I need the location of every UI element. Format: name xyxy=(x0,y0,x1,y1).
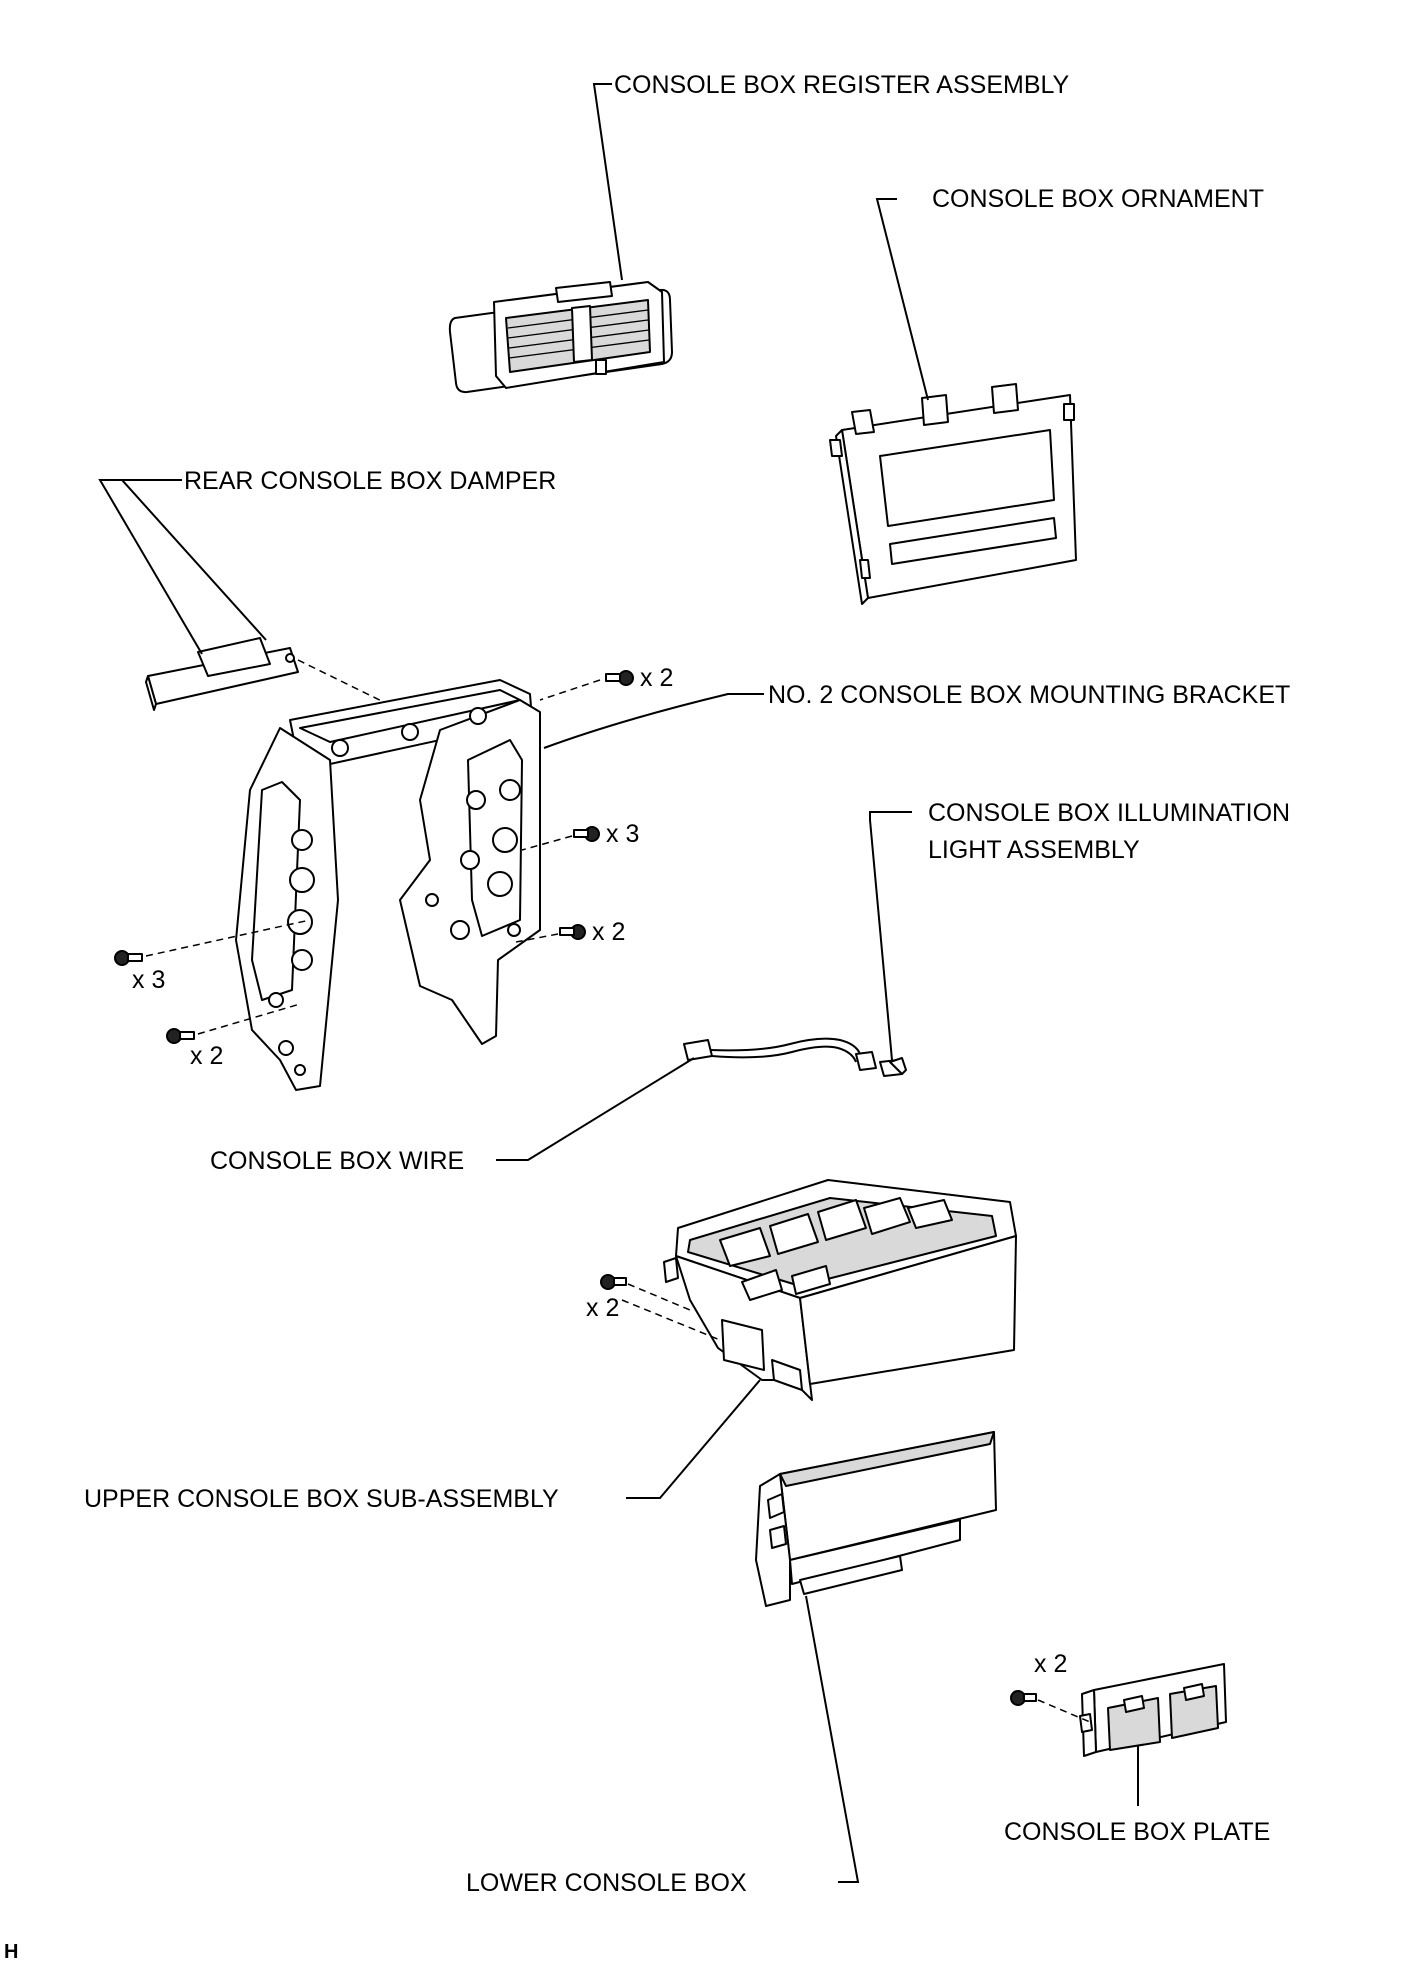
illumination-leader xyxy=(869,811,912,1061)
upper-box-qty: x 2 xyxy=(586,1294,619,1322)
bracket-top-qty: x 2 xyxy=(640,664,673,692)
rear-damper-part xyxy=(145,637,299,711)
bracket-right-upper-qty: x 3 xyxy=(606,820,639,848)
bracket-right-lower-qty: x 2 xyxy=(592,918,625,946)
mounting-bracket-part xyxy=(235,679,541,1091)
damper-label: REAR CONSOLE BOX DAMPER xyxy=(184,467,556,495)
bolt-icon xyxy=(1010,1690,1037,1706)
ornament-label: CONSOLE BOX ORNAMENT xyxy=(932,185,1264,213)
upper-box-label: UPPER CONSOLE BOX SUB-ASSEMBLY xyxy=(84,1485,559,1513)
register-label: CONSOLE BOX REGISTER ASSEMBLY xyxy=(614,71,1070,99)
bracket-leader xyxy=(543,693,764,749)
upper-box-leader xyxy=(626,1379,761,1499)
console-wire-part xyxy=(683,1037,877,1071)
damper-leader-1 xyxy=(98,479,203,655)
lower-box-label: LOWER CONSOLE BOX xyxy=(466,1869,747,1897)
plate-label: CONSOLE BOX PLATE xyxy=(1004,1818,1270,1846)
damper-leader-2 xyxy=(121,479,267,641)
register-leader xyxy=(592,83,623,281)
upper-console-box-part xyxy=(663,1179,1017,1401)
bracket-left-lower-qty: x 2 xyxy=(190,1042,223,1070)
bracket-label: NO. 2 CONSOLE BOX MOUNTING BRACKET xyxy=(768,681,1290,709)
console-plate-part xyxy=(1079,1663,1227,1757)
lower-box-leader xyxy=(805,1595,860,1883)
ornament-leader xyxy=(875,198,929,401)
figure-id-mark: H xyxy=(4,1941,18,1963)
bolt-icon xyxy=(559,924,586,940)
wire-leader xyxy=(496,1057,695,1161)
bolt-icon xyxy=(600,1274,627,1290)
bolt-icon xyxy=(573,826,600,842)
ornament-part xyxy=(829,383,1077,605)
illumination-light-part xyxy=(879,1057,907,1077)
register-assembly-part xyxy=(448,281,673,394)
bolt-icon xyxy=(605,670,634,686)
plate-qty: x 2 xyxy=(1034,1650,1067,1678)
wire-label: CONSOLE BOX WIRE xyxy=(210,1147,464,1175)
illumination-label-line2: LIGHT ASSEMBLY xyxy=(928,836,1140,864)
lower-console-box-part xyxy=(755,1431,997,1607)
illumination-label-line1: CONSOLE BOX ILLUMINATION xyxy=(928,799,1290,827)
bracket-left-upper-qty: x 3 xyxy=(132,966,165,994)
bolt-icon xyxy=(166,1028,195,1044)
bolt-icon xyxy=(114,950,143,966)
